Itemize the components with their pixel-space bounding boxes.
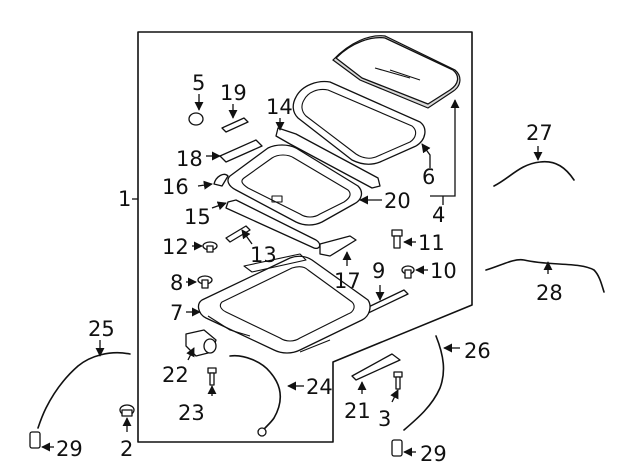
callout-11: 11: [418, 231, 445, 255]
part-18-bracket: [219, 139, 263, 163]
callout-27: 27: [526, 121, 553, 145]
callout-7: 7: [170, 301, 183, 325]
part-23-bolt: [207, 367, 217, 386]
callout-16: 16: [162, 175, 189, 199]
part-25-drain-hose: [37, 351, 131, 429]
callout-21: 21: [344, 399, 371, 423]
callout-24: 24: [306, 375, 333, 399]
callout-23: 23: [178, 401, 205, 425]
part-13-rail: [225, 225, 251, 243]
callout-3: 3: [378, 407, 391, 431]
part-22-motor: [185, 329, 217, 357]
sunroof-main-frame: [197, 253, 371, 354]
part-26-drain-hose: [403, 335, 445, 431]
part-12-screw: [202, 241, 218, 253]
part-29-connector-left: [29, 431, 41, 449]
callout-18: 18: [176, 147, 203, 171]
callout-22: 22: [162, 363, 189, 387]
part-29-connector-right: [391, 439, 403, 457]
callout-8: 8: [170, 271, 183, 295]
glass-seal-frame: [292, 80, 426, 165]
callout-1: 1: [118, 187, 131, 211]
callout-2: 2: [120, 437, 133, 461]
callout-19: 19: [220, 81, 247, 105]
part-16-clip: [213, 173, 229, 187]
callout-26: 26: [464, 339, 491, 363]
part-8-screw: [197, 275, 213, 289]
callout-20: 20: [384, 189, 411, 213]
callout-29-right: 29: [420, 442, 447, 466]
part-10-screw: [401, 265, 415, 279]
part-2-grommet: [119, 404, 135, 417]
part-11-bolt: [391, 229, 403, 249]
part-3-bolt: [393, 371, 403, 390]
part-24-drain-hose: [229, 354, 282, 437]
sunshade-frame: [227, 144, 363, 226]
callout-12: 12: [162, 235, 189, 259]
deflector-strip: [275, 127, 381, 189]
callout-6: 6: [422, 165, 435, 189]
callout-10: 10: [430, 259, 457, 283]
part-19-clip: [221, 117, 249, 133]
callout-28: 28: [536, 281, 563, 305]
callout-29-left: 29: [56, 437, 83, 461]
callout-5: 5: [192, 71, 205, 95]
callout-9: 9: [372, 259, 385, 283]
callout-13: 13: [250, 243, 277, 267]
callout-14: 14: [266, 95, 293, 119]
part-5-grommet: [188, 112, 204, 126]
part-28-hose: [485, 258, 605, 293]
callout-4: 4: [432, 203, 445, 227]
assembly-outline: [137, 31, 473, 443]
part-17-bracket: [319, 235, 357, 257]
callout-15: 15: [184, 205, 211, 229]
callout-25: 25: [88, 317, 115, 341]
callout-17: 17: [334, 269, 361, 293]
glass-panel: [332, 35, 461, 109]
part-21-bracket: [351, 353, 401, 381]
part-27-hose: [493, 160, 575, 187]
